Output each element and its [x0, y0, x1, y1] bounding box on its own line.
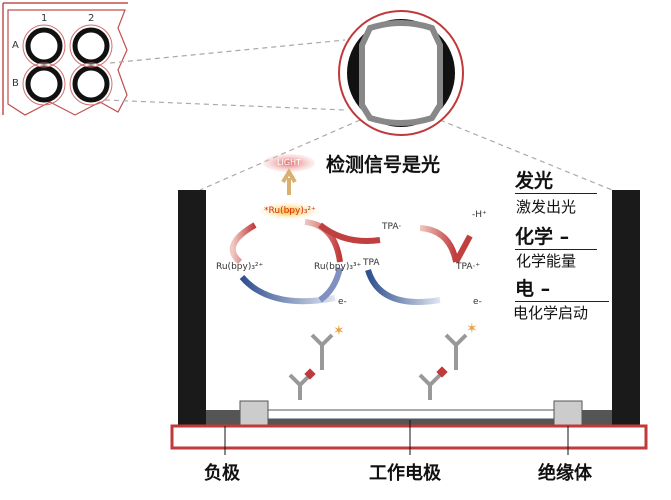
working-electrode	[239, 409, 581, 420]
negative-electrode-label: 负极	[204, 463, 240, 484]
side-emission-desc: 激发出光	[516, 198, 577, 216]
leader-lines	[224, 420, 569, 455]
antibodies	[288, 333, 468, 400]
plate-col-2: 2	[88, 13, 95, 24]
svg-text:✶: ✶	[333, 323, 345, 339]
tpa-cation-label: TPA·⁺	[456, 262, 481, 272]
ru2-label: Ru(bpy)₃²⁺	[216, 262, 264, 272]
diagram-title: 检测信号是光	[326, 154, 441, 176]
insulator-left	[239, 400, 269, 427]
proton-loss-label: -H⁺	[472, 210, 487, 220]
working-electrode-label: 工作电极	[369, 463, 441, 484]
light-glow	[263, 154, 315, 172]
side-chemical-desc: 化学能量	[516, 252, 577, 270]
right-electrode-wall	[612, 190, 640, 426]
light-label: LIGHT	[277, 158, 301, 167]
plate-col-1: 1	[41, 13, 48, 24]
magnified-well	[338, 10, 464, 136]
reaction-cycles	[229, 219, 473, 305]
side-emission: 发光	[515, 166, 597, 194]
side-electro-desc: 电化学启动	[513, 304, 589, 322]
zoom-connector-lines	[104, 39, 613, 191]
svg-text:✶: ✶	[466, 321, 478, 337]
ru-excited-label: *Ru(bpy)₃²⁺	[264, 206, 316, 216]
electron-label-1: e-	[338, 297, 347, 307]
left-electrode-wall	[178, 190, 206, 426]
tpa-radical-label: TPA·	[382, 222, 402, 232]
plate-row-b: B	[12, 78, 19, 89]
electron-label-2: e-	[473, 297, 482, 307]
insulator-right	[553, 400, 583, 427]
well-plate	[2, 2, 128, 116]
side-electro: 电 –	[515, 274, 609, 302]
insulator-label: 绝缘体	[538, 463, 592, 484]
tpa-label: TPA	[363, 258, 380, 268]
side-chemical: 化学 –	[515, 222, 597, 250]
ru3-label: Ru(bpy)₃³⁺	[314, 262, 362, 272]
base-electrode	[170, 424, 648, 450]
plate-row-a: A	[12, 40, 19, 51]
